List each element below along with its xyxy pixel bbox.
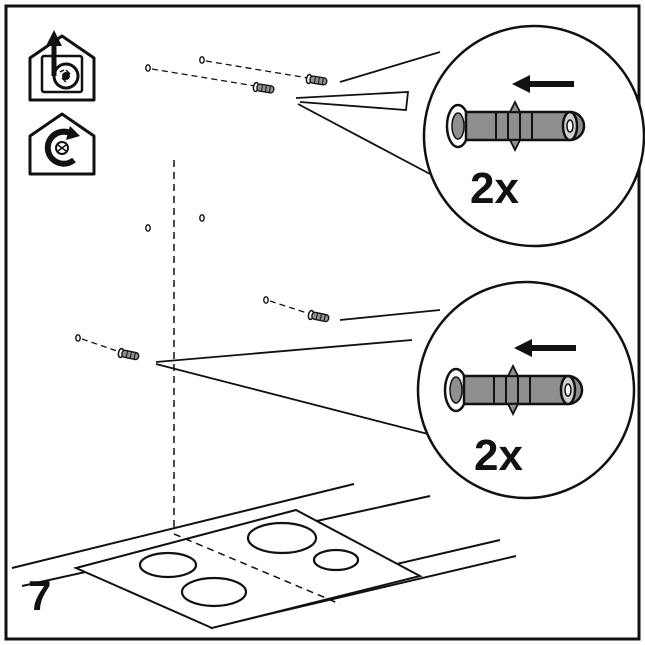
top-wall-plugs	[145, 56, 329, 96]
bottom-callout: 2x	[155, 280, 636, 500]
hob-burner	[312, 548, 360, 572]
step-number: 7	[28, 572, 51, 619]
hob-burner	[180, 576, 248, 608]
bottom-wall-plugs	[75, 296, 331, 362]
ducted-extraction-house-icon	[28, 30, 96, 102]
quantity-label: 2x	[474, 431, 523, 480]
top-callout: 2x	[295, 24, 645, 248]
recirculation-house-icon	[28, 112, 96, 176]
hob-burner	[246, 521, 318, 555]
quantity-label: 2x	[470, 164, 519, 213]
drill-hole-marker	[199, 214, 205, 222]
cooktop	[72, 508, 423, 630]
hob-burner	[138, 551, 198, 579]
drill-hole-marker	[145, 224, 151, 232]
